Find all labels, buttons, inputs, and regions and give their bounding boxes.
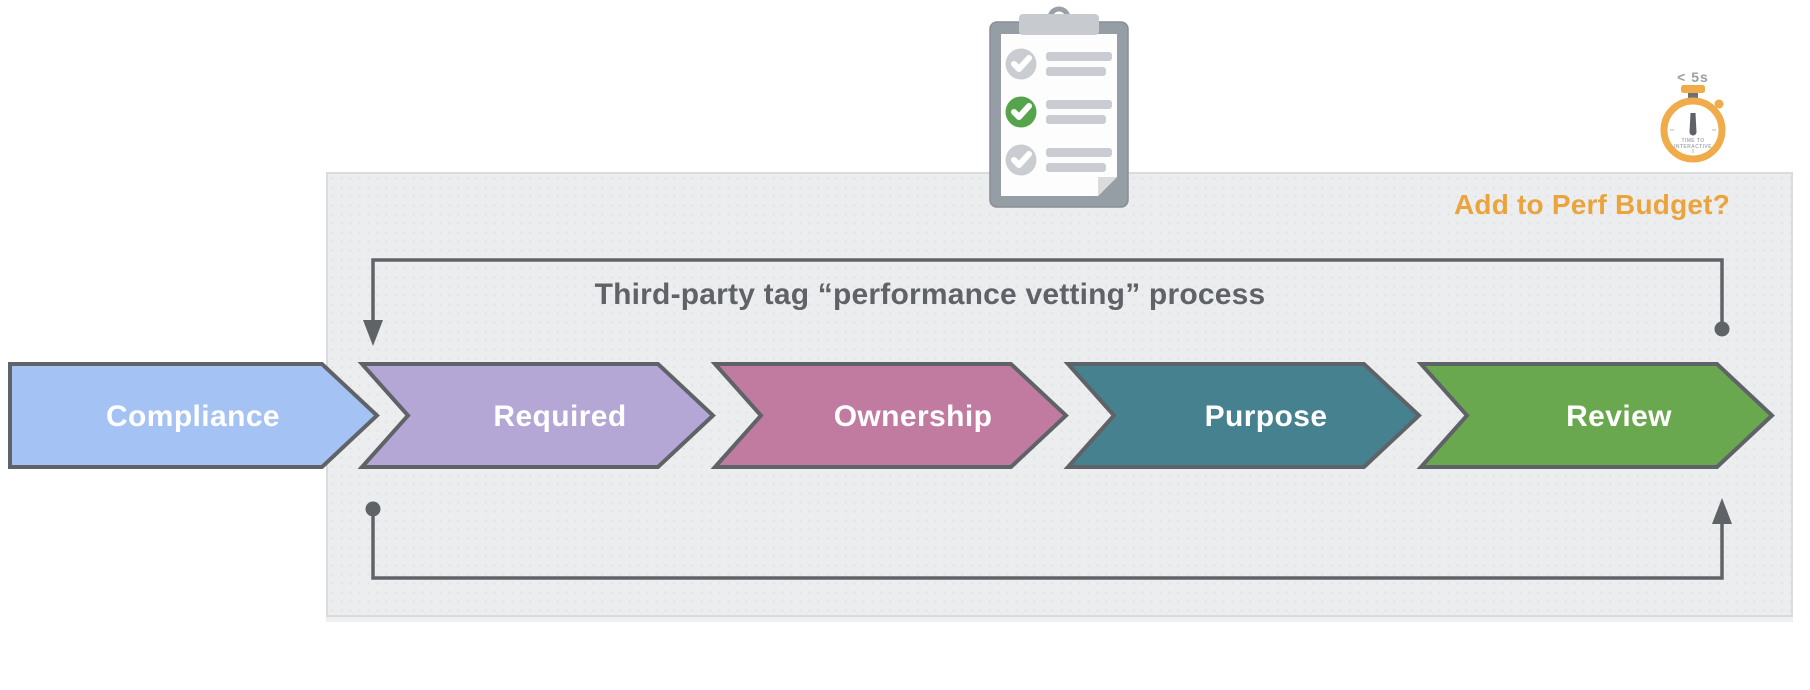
feedback-loop-top <box>363 258 1730 346</box>
checklist-item-1 <box>1005 48 1112 80</box>
perf-budget-question: Add to Perf Budget? <box>1454 189 1730 220</box>
stage-purpose-arrow <box>1063 362 1422 469</box>
stage-review-label: Review <box>1566 400 1672 433</box>
stopwatch-side-button <box>1714 99 1724 109</box>
stage-compliance: Compliance <box>8 362 380 469</box>
stage-review-arrow <box>1416 362 1775 469</box>
stopwatch-crown <box>1681 85 1705 93</box>
loop-start-dot-bottom <box>365 501 381 517</box>
checklist-item-2 <box>1005 96 1112 128</box>
stage-ownership-label: Ownership <box>834 400 993 433</box>
clipboard-paper-fold <box>1098 177 1117 196</box>
checklist-clipboard-icon <box>989 6 1129 208</box>
stage-compliance-label: Compliance <box>106 400 280 433</box>
stopwatch-time-label: < 5s <box>1677 69 1709 85</box>
loop-line-top <box>371 258 1724 329</box>
stage-purpose: Purpose <box>1063 362 1422 469</box>
checklist-line <box>1046 67 1106 76</box>
stage-required-arrow <box>357 362 716 469</box>
check-mark-icon <box>1011 103 1032 120</box>
stopwatch-icon: < 5s TIME TO INTERACTIVE <box>1660 69 1726 163</box>
loop-start-dot-top <box>1714 321 1730 337</box>
check-mark-icon <box>1011 151 1032 168</box>
loop-line-bottom <box>371 509 1724 580</box>
panel-title: Third-party tag “performance vetting” pr… <box>594 278 1266 311</box>
stage-ownership-arrow <box>710 362 1069 469</box>
stage-ownership: Ownership <box>710 362 1069 469</box>
checklist-line <box>1046 52 1112 61</box>
process-flow: Compliance Required Ownership Purpose Re… <box>8 362 1775 469</box>
stage-required: Required <box>357 362 716 469</box>
stopwatch-face-text-line1: TIME TO <box>1682 138 1705 144</box>
stage-required-label: Required <box>493 400 626 433</box>
checklist-item-3 <box>1005 144 1112 176</box>
stage-review: Review <box>1416 362 1775 469</box>
loop-arrowhead-down-icon <box>363 320 383 346</box>
checklist-line <box>1046 115 1106 124</box>
stopwatch-face-text-line2: INTERACTIVE <box>1674 144 1712 150</box>
stopwatch-post <box>1688 89 1698 103</box>
checklist-line <box>1046 148 1112 157</box>
clipboard-clip <box>1019 14 1099 35</box>
stage-compliance-arrow <box>8 362 380 469</box>
stage-purpose-label: Purpose <box>1205 400 1328 433</box>
loop-arrowhead-up-icon <box>1712 498 1732 524</box>
checklist-line <box>1046 100 1112 109</box>
feedback-loop-bottom <box>365 498 1732 580</box>
check-mark-icon <box>1011 55 1032 72</box>
stopwatch-hand <box>1689 113 1697 136</box>
checklist-line <box>1046 163 1106 172</box>
